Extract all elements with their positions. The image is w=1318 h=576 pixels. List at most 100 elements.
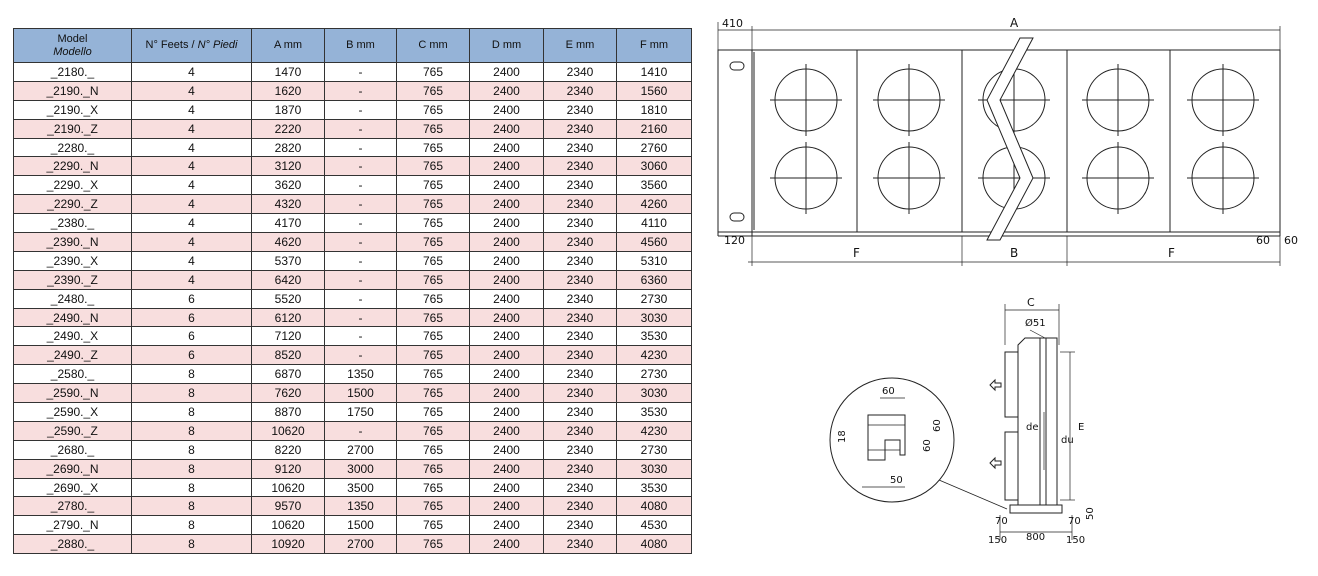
cell-c-mm: 765: [396, 402, 470, 422]
cell-d-mm: 2400: [469, 80, 544, 101]
label-f-left: F: [853, 246, 860, 260]
cell-b-mm: 1350: [324, 496, 397, 517]
detail-label-50: 50: [890, 475, 903, 486]
header-model-en: Model: [57, 32, 88, 45]
cell-e-mm: 2340: [543, 118, 617, 139]
cell-c-mm: 765: [396, 496, 470, 517]
cell-a-mm: 9120: [251, 458, 325, 479]
cell-a-mm: 2820: [251, 137, 325, 158]
label-410: 410: [722, 17, 743, 30]
cell-d-mm: 2400: [469, 439, 544, 460]
cell-feet: 8: [131, 496, 252, 517]
cell-d-mm: 2400: [469, 534, 544, 555]
cell-a-mm: 8520: [251, 345, 325, 366]
cell-f-mm: 5310: [616, 250, 692, 271]
cell-d-mm: 2400: [469, 345, 544, 366]
cell-d-mm: 2400: [469, 402, 544, 422]
cell-f-mm: 2760: [616, 137, 692, 158]
label-60-b: 60: [1284, 234, 1298, 247]
cell-c-mm: 765: [396, 250, 470, 271]
cell-c-mm: 765: [396, 515, 470, 536]
cell-a-mm: 4620: [251, 232, 325, 252]
cell-f-mm: 4080: [616, 496, 692, 517]
break-symbol: [986, 37, 1034, 241]
cell-e-mm: 2340: [543, 364, 617, 385]
cell-c-mm: 765: [396, 156, 470, 177]
cell-d-mm: 2400: [469, 326, 544, 347]
cell-c-mm: 765: [396, 175, 470, 196]
cell-f-mm: 4230: [616, 345, 692, 366]
cell-c-mm: 765: [396, 137, 470, 158]
cell-feet: 6: [131, 307, 252, 328]
cell-f-mm: 1560: [616, 80, 692, 101]
cell-model: _2480._: [13, 288, 132, 309]
cell-b-mm: 1750: [324, 402, 397, 422]
label-c: C: [1027, 296, 1035, 309]
cell-f-mm: 2730: [616, 288, 692, 309]
header-model-it: Modello: [53, 45, 92, 58]
cell-a-mm: 10620: [251, 515, 325, 536]
cell-f-mm: 4530: [616, 515, 692, 536]
cell-d-mm: 2400: [469, 420, 544, 441]
cell-model: _2290._Z: [13, 194, 132, 215]
cell-d-mm: 2400: [469, 496, 544, 517]
cell-c-mm: 765: [396, 118, 470, 139]
cell-f-mm: 1810: [616, 99, 692, 120]
cell-d-mm: 2400: [469, 62, 544, 82]
cell-model: _2390._N: [13, 232, 132, 252]
label-70-left: 70: [995, 516, 1008, 527]
cell-e-mm: 2340: [543, 345, 617, 366]
cell-b-mm: 1350: [324, 364, 397, 385]
cell-e-mm: 2340: [543, 496, 617, 517]
cell-e-mm: 2340: [543, 175, 617, 196]
header-feet-en: N° Feets /: [145, 39, 198, 51]
cell-model: _2290._X: [13, 175, 132, 196]
cell-e-mm: 2340: [543, 420, 617, 441]
header-d: D mm: [469, 28, 544, 63]
cell-b-mm: -: [324, 307, 397, 328]
cell-feet: 8: [131, 383, 252, 404]
header-c: C mm: [396, 28, 470, 63]
cell-b-mm: 1500: [324, 383, 397, 404]
label-800: 800: [1026, 532, 1045, 543]
cell-c-mm: 765: [396, 307, 470, 328]
cell-feet: 4: [131, 232, 252, 252]
cell-f-mm: 3530: [616, 402, 692, 422]
cell-c-mm: 765: [396, 439, 470, 460]
cell-d-mm: 2400: [469, 269, 544, 290]
label-120: 120: [724, 234, 745, 247]
cell-a-mm: 4170: [251, 213, 325, 234]
label-f-right: F: [1168, 246, 1175, 260]
cell-model: _2280._: [13, 137, 132, 158]
cell-c-mm: 765: [396, 383, 470, 404]
cell-c-mm: 765: [396, 420, 470, 441]
detail-label-60-top: 60: [882, 386, 895, 397]
cell-d-mm: 2400: [469, 99, 544, 120]
label-du: du: [1061, 435, 1074, 446]
cell-model: _2690._N: [13, 458, 132, 479]
cell-c-mm: 765: [396, 269, 470, 290]
cell-c-mm: 765: [396, 345, 470, 366]
cell-feet: 8: [131, 534, 252, 555]
cell-feet: 6: [131, 288, 252, 309]
cell-b-mm: -: [324, 345, 397, 366]
cell-d-mm: 2400: [469, 213, 544, 234]
cell-c-mm: 765: [396, 326, 470, 347]
cell-model: _2690._X: [13, 477, 132, 498]
